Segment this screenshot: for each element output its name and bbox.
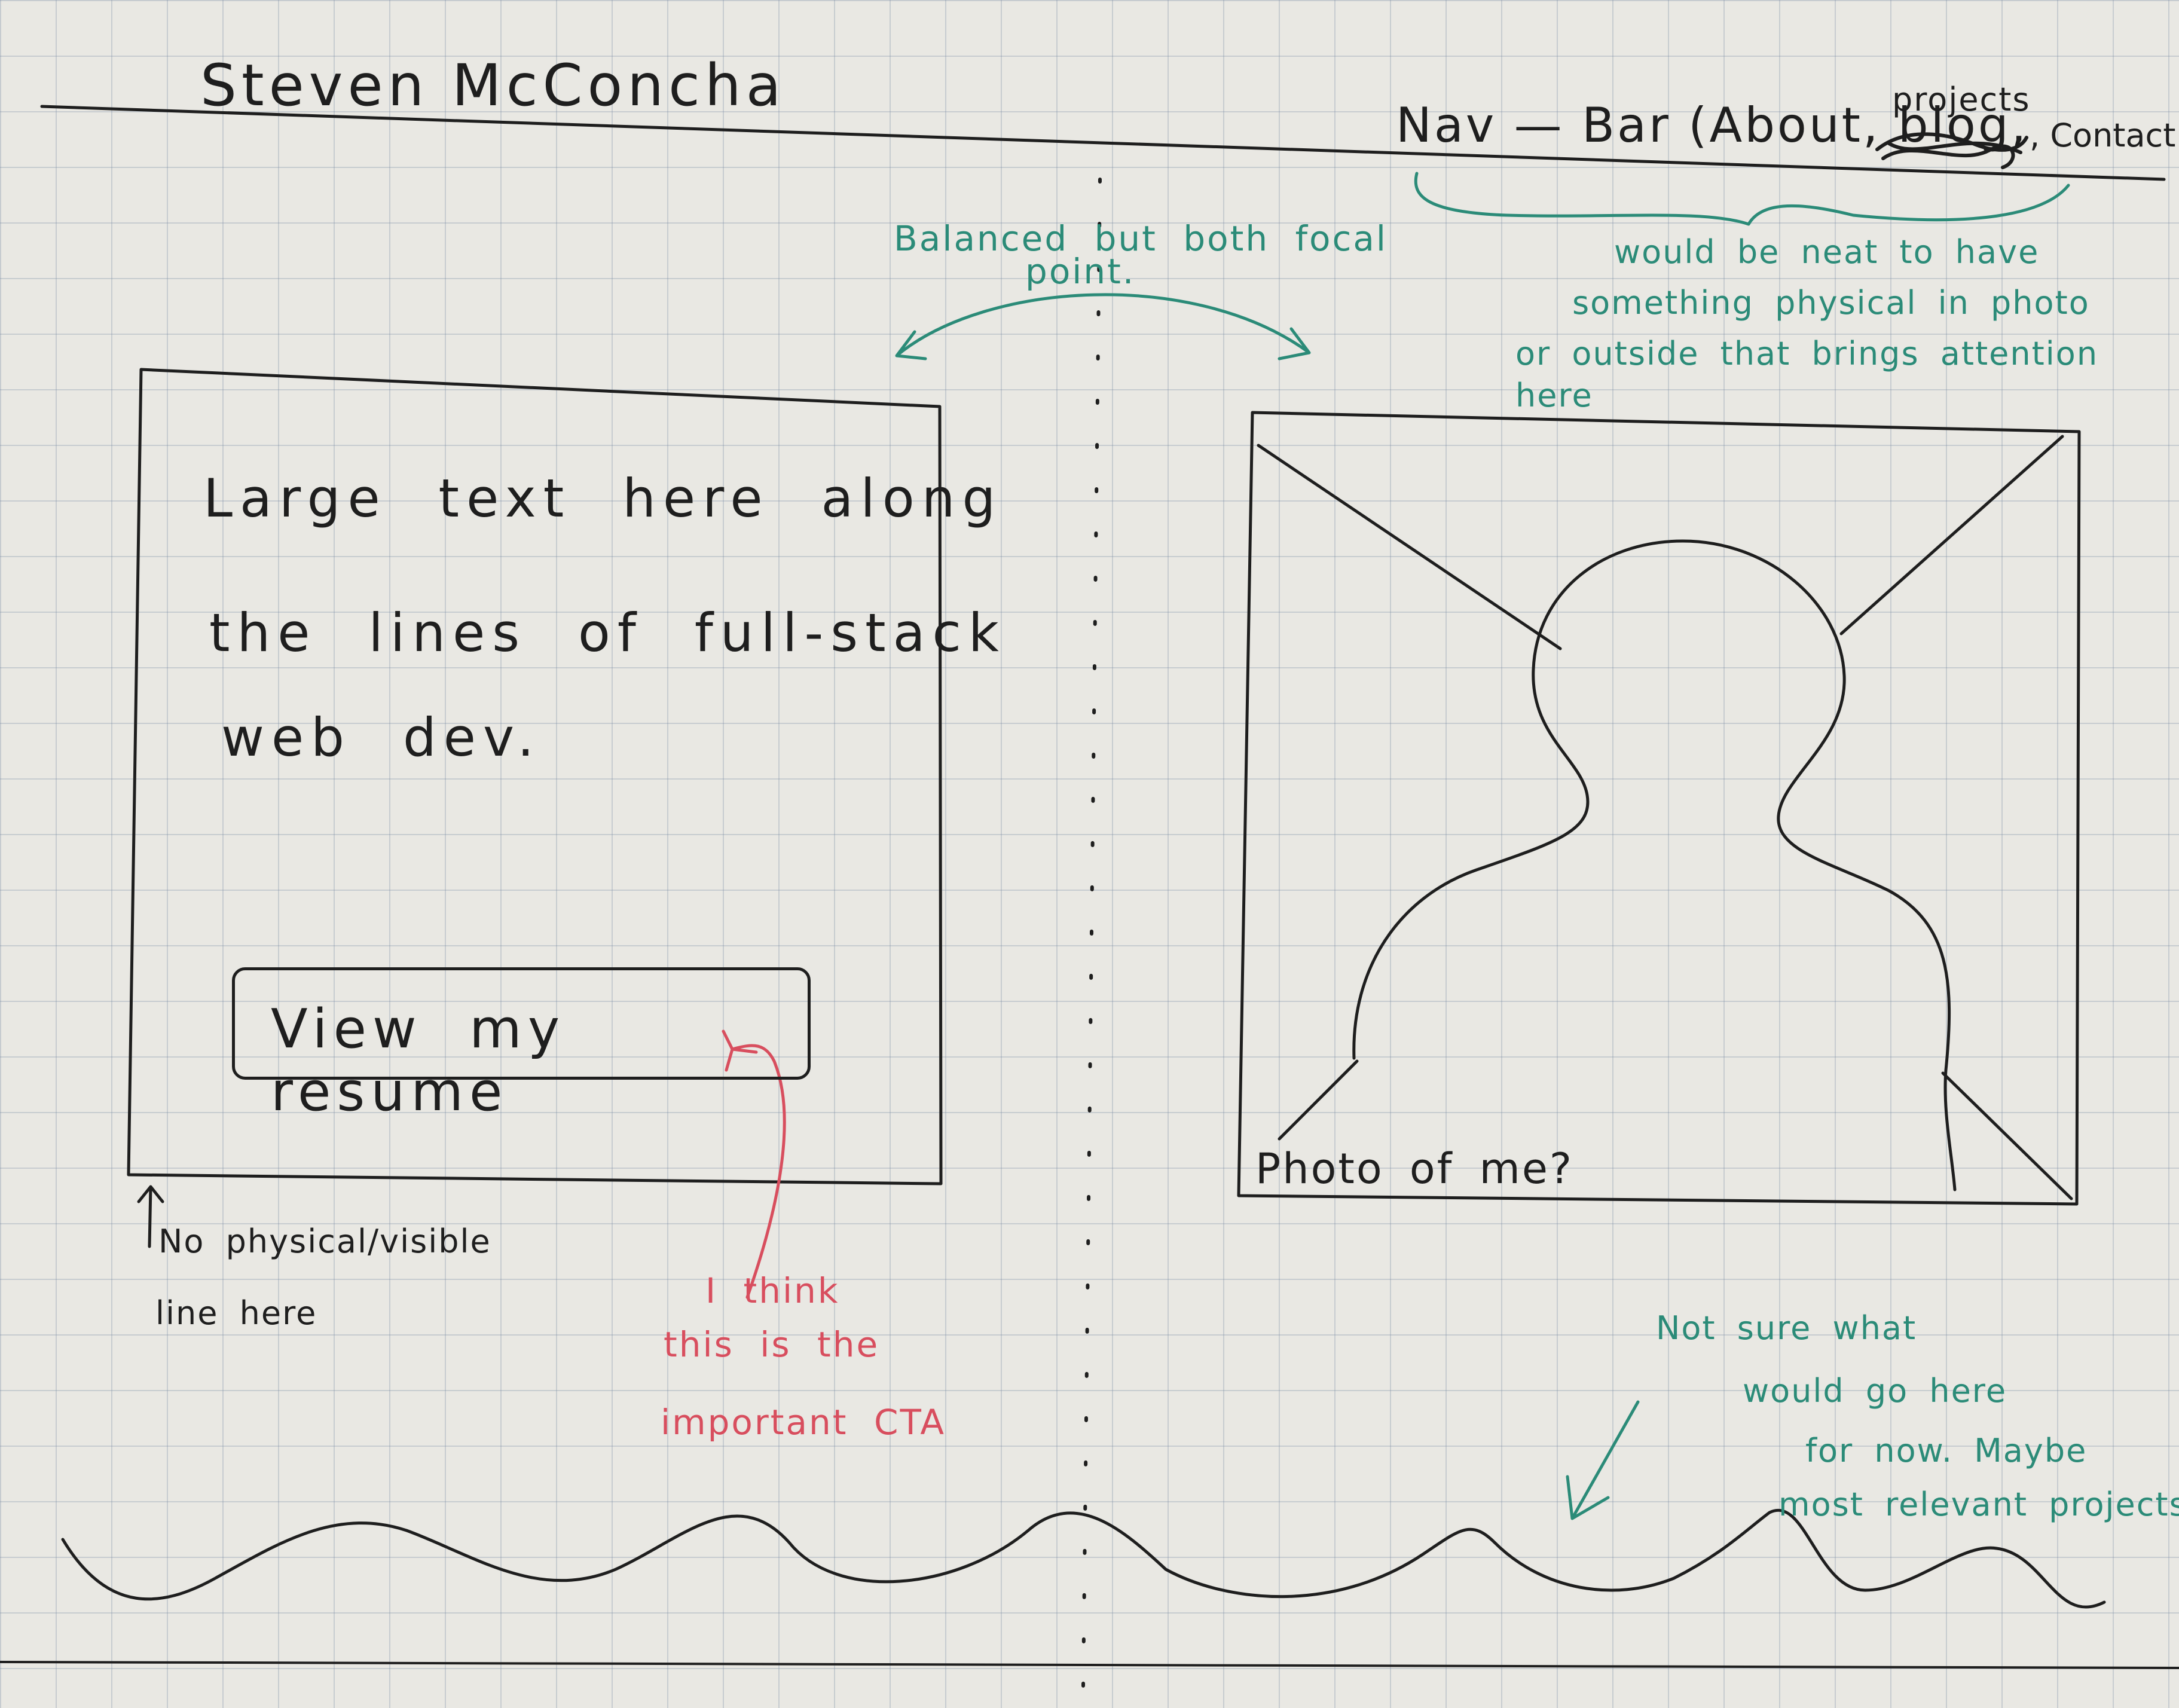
nav-item-contact[interactable]: , Contact: [2030, 117, 2176, 154]
cta-note-1: I think: [705, 1270, 840, 1311]
bottom-note-arrow: [1566, 1400, 1640, 1520]
view-resume-button[interactable]: View my resume: [232, 967, 811, 1123]
balanced-arrow: [895, 293, 1311, 360]
nav-item-projects[interactable]: projects: [1892, 81, 2031, 118]
bottom-note-1: Not sure what: [1656, 1309, 1917, 1347]
physical-note-4: here: [1515, 377, 1593, 414]
header-rule: [40, 105, 2166, 181]
no-line-arrow: [137, 1185, 164, 1248]
no-line-note-1: No physical/visible: [158, 1223, 491, 1260]
bottom-note-4: most relevant projects: [1778, 1486, 2179, 1523]
photo-diagonal-br: [1941, 1071, 2073, 1200]
balanced-note-2: point.: [1025, 251, 1136, 292]
nav-brace: [1414, 172, 2070, 226]
nav-items[interactable]: Nav — Bar (About, blog,: [1396, 97, 2029, 153]
physical-note-1: would be neat to have: [1614, 233, 2040, 271]
cta-note-3: important CTA: [661, 1402, 946, 1443]
bottom-note-3: for now. Maybe: [1805, 1432, 2088, 1469]
footer-rule: [0, 1661, 2179, 1669]
scribble-mark: [1875, 132, 2028, 169]
hero-text-box: [127, 368, 943, 1185]
nav-bar-label[interactable]: Nav — Bar (About, blog,: [1396, 102, 2028, 149]
photo-box: [1237, 411, 2081, 1206]
center-divider: [1081, 178, 1102, 1688]
no-line-note-2: line here: [155, 1294, 317, 1332]
cta-arrow: [722, 1029, 786, 1299]
photo-label: Photo of me?: [1255, 1144, 1574, 1193]
photo-diagonal-bl: [1278, 1059, 1359, 1141]
view-resume-label: View my resume: [271, 998, 566, 1123]
person-silhouette: [1352, 539, 1957, 1191]
hero-headline-line2: the lines of full-stack: [209, 602, 1006, 664]
photo-diagonal-tl: [1257, 444, 1562, 650]
physical-note-2: something physical in photo: [1572, 284, 2090, 322]
hero-headline-line1: Large text here along: [203, 468, 1003, 529]
hero-headline-line3: web dev.: [221, 707, 542, 768]
site-name[interactable]: Steven McConcha: [200, 52, 786, 119]
bottom-wave: [61, 1509, 2106, 1609]
cta-note-2: this is the: [664, 1324, 880, 1365]
bottom-note-2: would go here: [1743, 1372, 2007, 1410]
physical-note-3: or outside that brings attention: [1515, 335, 2099, 372]
photo-diagonal-tr: [1839, 435, 2064, 635]
balanced-note: Balanced but both focal: [894, 218, 1388, 259]
